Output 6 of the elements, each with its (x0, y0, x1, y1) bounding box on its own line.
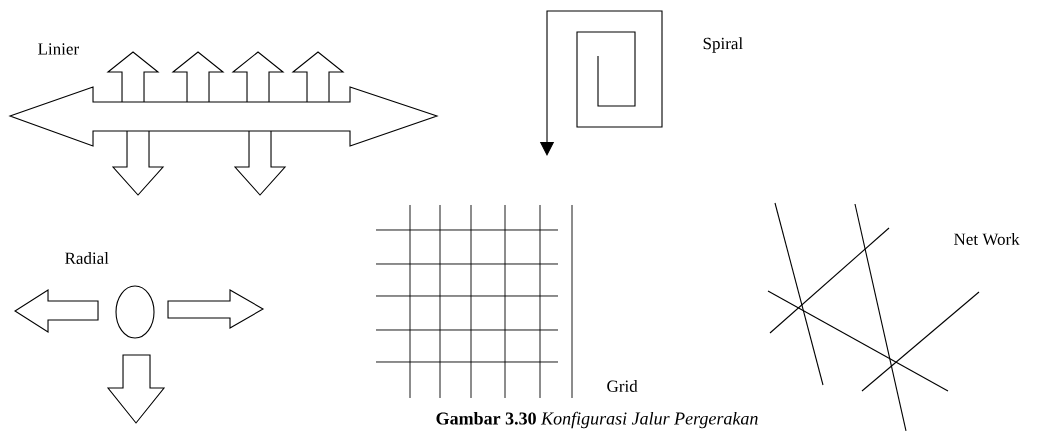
label: Grid (607, 380, 638, 392)
label: Radial (65, 252, 109, 264)
label: Net Work (954, 232, 1020, 245)
label: Linier (38, 43, 79, 55)
label: Spiral (703, 37, 743, 53)
caption: Gambar 3.30 Konfigurasi Jalur Pergerakan (436, 411, 758, 429)
